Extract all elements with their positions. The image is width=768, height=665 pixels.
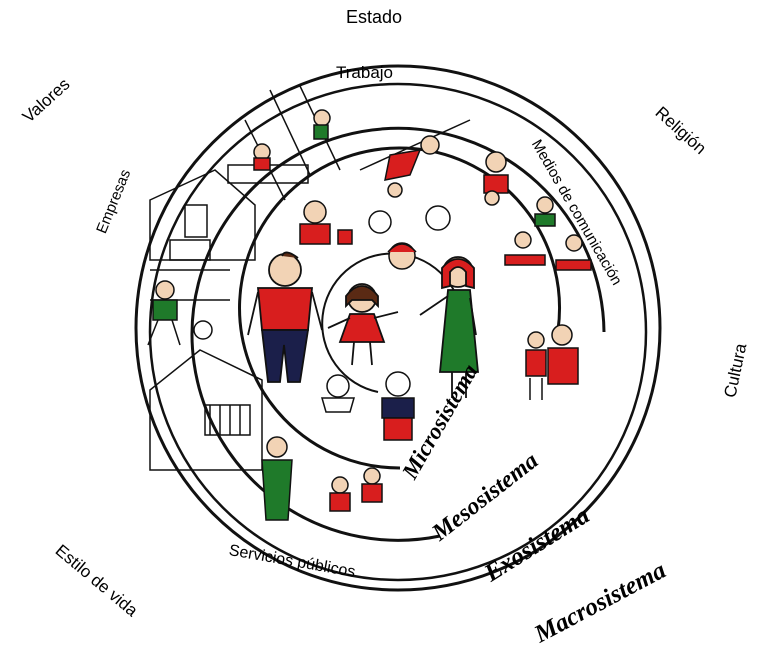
label-trabajo: Trabajo <box>336 63 394 82</box>
exosystem-ring <box>148 82 648 582</box>
scene-nurse-children <box>261 436 383 521</box>
figure-micro-people <box>299 200 451 441</box>
figure-father <box>247 251 323 383</box>
scene-grandparents <box>525 324 579 400</box>
label-estado: Estado <box>346 7 403 27</box>
scene-ball-child <box>147 280 213 346</box>
scene-fall-child <box>359 119 471 198</box>
macrosystem-ring <box>134 64 662 592</box>
microsystem-ring <box>238 146 562 470</box>
scene-playground <box>227 85 341 201</box>
scene-classroom <box>483 151 592 271</box>
figure-center-child <box>327 283 399 366</box>
scene-school <box>149 349 263 471</box>
figure-mother <box>419 256 479 398</box>
